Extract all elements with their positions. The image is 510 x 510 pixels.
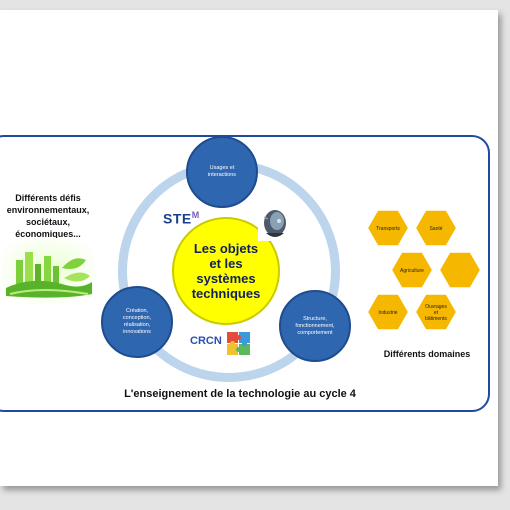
domain-label: Transports bbox=[376, 226, 400, 232]
domain-label: Agriculture bbox=[400, 268, 424, 274]
node-structure: Structure, fonctionnement, comportement bbox=[279, 290, 351, 362]
domain-hexagon bbox=[413, 208, 459, 248]
domain-hexagon bbox=[389, 250, 435, 290]
diagram-caption: L'enseignement de la technologie au cycl… bbox=[124, 388, 356, 400]
stem-text: STE bbox=[163, 210, 192, 227]
domain-label: Industrie bbox=[378, 310, 397, 316]
domains-title: Différents domaines bbox=[383, 349, 471, 359]
domain-hexagon bbox=[437, 250, 483, 290]
robot-head-icon bbox=[258, 207, 292, 241]
stem-m-text: M bbox=[191, 210, 200, 220]
domain-label: Santé bbox=[429, 226, 442, 232]
node-creation: Création, conception, réalisation, innov… bbox=[101, 286, 173, 358]
stem-badge: STEM bbox=[163, 210, 200, 227]
green-city-icon bbox=[2, 238, 94, 304]
domain-hexagon bbox=[365, 208, 411, 248]
challenges-label: Différents défis environnementaux, socié… bbox=[6, 193, 90, 239]
domain-hexagon bbox=[413, 292, 459, 332]
node-usages: Usages et interactions bbox=[186, 136, 258, 208]
center-circle: Les objets et les systèmes techniques bbox=[172, 217, 280, 325]
domain-hexagon bbox=[365, 292, 411, 332]
crcn-badge: CRCN bbox=[190, 335, 222, 347]
puzzle-icon bbox=[227, 332, 250, 355]
